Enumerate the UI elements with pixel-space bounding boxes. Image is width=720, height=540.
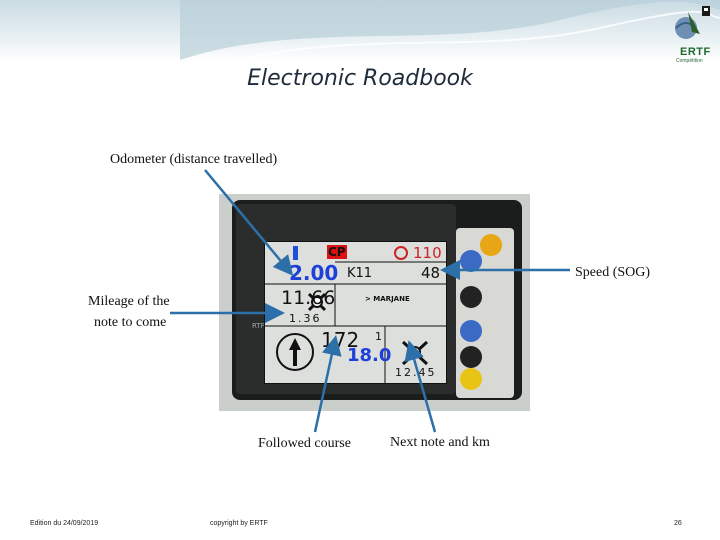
slide-title: Electronic Roadbook <box>247 66 473 91</box>
footer-page-number: 26 <box>674 520 682 527</box>
top-button[interactable] <box>480 234 502 256</box>
logo-subtext: Compétition <box>676 58 703 64</box>
footer-edition: Edition du 24/09/2019 <box>30 520 99 527</box>
footer-copyright: copyright by ERTF <box>210 520 268 527</box>
device-screen: CP 110 2.00 K11 48 11.66 > MARJANE 1.36 … <box>264 241 447 384</box>
course-arrow <box>313 335 342 433</box>
odometer-label: Odometer (distance travelled) <box>110 152 278 167</box>
cp-indicator: CP <box>327 245 347 259</box>
odometer-value: 2.00 <box>289 261 339 285</box>
mileage-label-line1: Mileage of the <box>88 294 170 309</box>
hazard-value: 110 <box>413 244 442 262</box>
speed-label: Speed (SOG) <box>575 265 651 280</box>
next-note-label: Next note and km <box>390 435 490 450</box>
black-button-2[interactable] <box>460 346 482 368</box>
note-text: > MARJANE <box>365 295 410 303</box>
yellow-button[interactable] <box>460 368 482 390</box>
waypoint-code: K11 <box>347 266 373 281</box>
black-button-1[interactable] <box>460 286 482 308</box>
sub-distance-value: 1.36 <box>289 312 322 325</box>
odometer-arrow <box>204 169 294 276</box>
logo-text: ERTF <box>680 46 711 58</box>
blue-button-1[interactable] <box>460 250 482 272</box>
mileage-label-line2: note to come <box>94 315 167 330</box>
ertf-logo-icon <box>675 6 710 39</box>
button-panel <box>456 228 514 398</box>
next-note-km-value: 12.45 <box>395 366 437 379</box>
next-km-value: 18.0 <box>347 345 392 366</box>
followed-course-label: Followed course <box>258 436 351 451</box>
next-note-arrow <box>404 340 437 433</box>
course-small-value: 1 <box>375 330 382 343</box>
note-distance-value: 11.66 <box>281 287 336 309</box>
device-side-letters: RTF <box>252 322 265 330</box>
blue-button-2[interactable] <box>460 320 482 342</box>
speed-value: 48 <box>421 264 441 282</box>
